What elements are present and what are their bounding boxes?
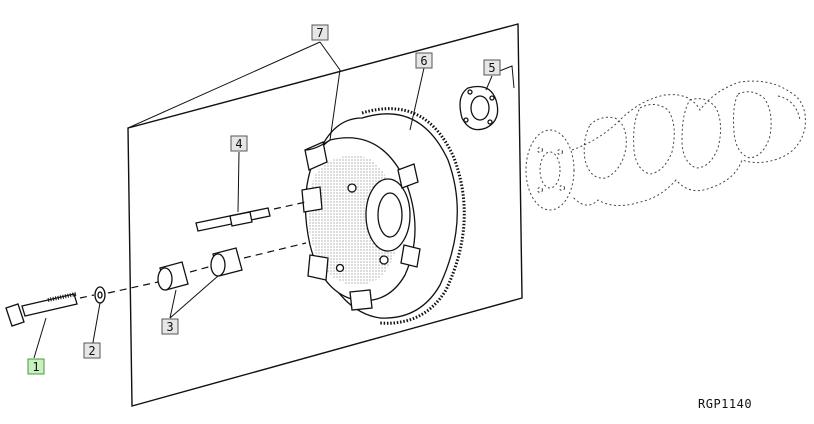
callout-2-label: 2 [88, 344, 95, 358]
callout-4: 4 [230, 135, 248, 152]
callout-7-label: 7 [316, 26, 323, 40]
callout-5-label: 5 [488, 61, 495, 75]
crankshaft-illustration [525, 80, 806, 211]
reference-code: RGP1140 [698, 397, 752, 411]
callout-3: 3 [161, 318, 179, 335]
callout-7: 7 [311, 24, 329, 41]
callout-1-label: 1 [32, 360, 39, 374]
callout-1: 1 [27, 358, 45, 375]
flywheel-assembly [301, 107, 466, 325]
bolt-part [5, 292, 95, 327]
callout-6: 6 [415, 52, 433, 69]
callout-3-label: 3 [166, 320, 173, 334]
dowel-pin-part [195, 201, 307, 232]
callout-6-label: 6 [420, 54, 427, 68]
callout-4-label: 4 [235, 137, 242, 151]
seal-plate-part [459, 85, 499, 131]
callout-5: 5 [483, 59, 501, 76]
leader-lines [33, 41, 515, 359]
bushing-parts [157, 242, 307, 291]
callout-2: 2 [83, 342, 101, 359]
